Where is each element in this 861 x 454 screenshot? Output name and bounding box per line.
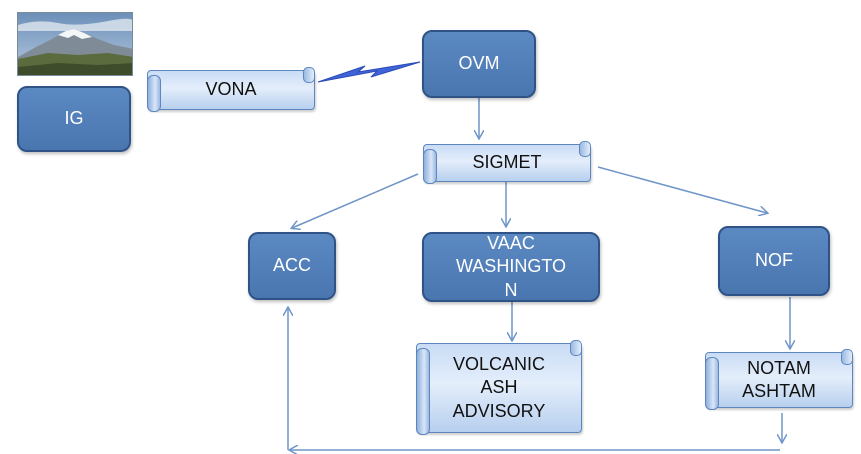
node-vaac-label: VAAC WASHINGTO N bbox=[456, 232, 566, 301]
node-acc-label: ACC bbox=[272, 255, 311, 276]
node-nof: NOF bbox=[718, 226, 830, 296]
node-vaac: VAAC WASHINGTO N bbox=[422, 232, 600, 302]
notam-label-line2: ASHTAM bbox=[742, 381, 816, 401]
node-ovm-label: OVM bbox=[458, 53, 500, 74]
advisory-label-line3: ADVISORY bbox=[452, 400, 546, 421]
volcano-landscape-photo bbox=[18, 13, 132, 75]
volcano-photo bbox=[17, 12, 133, 76]
node-ig-label: IG bbox=[64, 108, 84, 129]
node-ig: IG bbox=[17, 86, 131, 152]
node-sigmet-label: SIGMET bbox=[472, 152, 542, 173]
node-ovm: OVM bbox=[422, 30, 536, 98]
node-notam-ashtam: NOTAM ASHTAM bbox=[705, 349, 853, 410]
notam-label-line1: NOTAM bbox=[747, 357, 811, 378]
lightning-bolt-icon bbox=[317, 61, 421, 83]
node-vona-label: VONA bbox=[205, 79, 257, 100]
node-acc: ACC bbox=[248, 232, 336, 300]
node-sigmet: SIGMET bbox=[423, 141, 591, 184]
node-vona: VONA bbox=[147, 67, 315, 112]
advisory-label-line2: ASH bbox=[480, 377, 518, 398]
node-vaac-label-line2: WASHINGTO bbox=[455, 256, 566, 277]
arrow-sigmet-to-acc bbox=[292, 173, 419, 228]
node-nof-label: NOF bbox=[755, 250, 793, 271]
advisory-label-line1: VOLCANIC bbox=[452, 354, 545, 375]
node-vaac-label-line3: N bbox=[504, 279, 518, 300]
node-notam-ashtam-label: NOTAM ASHTAM bbox=[742, 357, 816, 403]
node-volcanic-ash-advisory: VOLCANIC ASH ADVISORY bbox=[416, 340, 582, 435]
node-vaac-label-line1: VAAC bbox=[487, 233, 535, 254]
arrow-sigmet-to-nof bbox=[597, 166, 767, 213]
node-volcanic-ash-advisory-label: VOLCANIC ASH ADVISORY bbox=[453, 353, 546, 422]
